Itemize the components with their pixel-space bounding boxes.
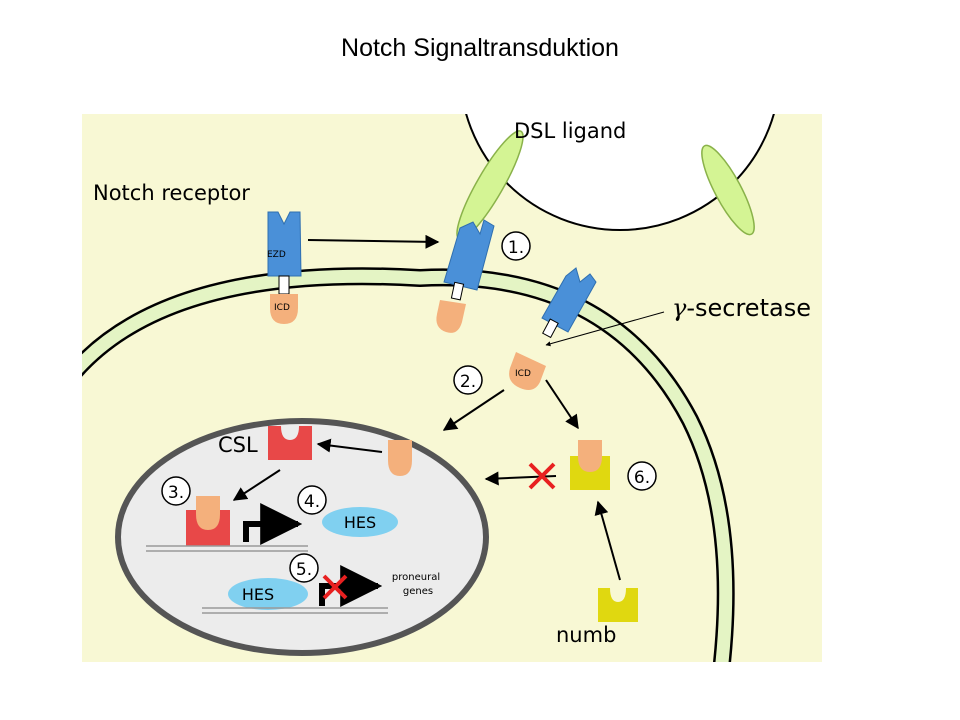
step-6-marker xyxy=(627,461,657,491)
gamma-secretase-label: γ-secretase xyxy=(672,294,811,322)
secretase-text: -secretase xyxy=(686,294,811,322)
promoter-arrow-active xyxy=(243,503,303,545)
icd-nuclear xyxy=(388,440,412,476)
step-1-label: 1. xyxy=(508,238,524,258)
step-5-label: 5. xyxy=(296,560,312,580)
numb-icd-complex xyxy=(570,440,610,490)
proneural-label-1: proneural xyxy=(392,572,440,583)
arrow-icd-to-nucleus xyxy=(442,389,505,431)
hes-active-label: HES xyxy=(344,513,376,532)
hes-protein-active xyxy=(322,507,398,537)
secretase-pointer xyxy=(545,311,665,347)
notch-receptor-label: Notch receptor xyxy=(93,181,250,205)
step-1-marker xyxy=(501,231,531,261)
proneural-label-2: genes xyxy=(403,586,433,597)
step-2-label: 2. xyxy=(460,372,476,392)
csl-icd-complex xyxy=(186,496,230,546)
csl-label: CSL xyxy=(218,433,258,457)
arrow-binding xyxy=(307,234,440,249)
arrow-icd-to-numb xyxy=(545,379,579,430)
arrow-numb-to-icd xyxy=(594,500,621,581)
icd-free xyxy=(509,352,546,390)
inhibit-x-import xyxy=(528,462,556,490)
hes-bound-label: HES xyxy=(242,585,274,604)
arrow-csl-to-complex xyxy=(232,469,281,501)
step-5-marker xyxy=(289,553,319,583)
notch-receptor-free: EZD ICD xyxy=(267,211,302,324)
ezd-label: EZD xyxy=(267,250,286,260)
step-6-label: 6. xyxy=(634,468,650,488)
step-4-marker xyxy=(297,485,327,515)
page-title: Notch Signaltransduktion xyxy=(341,34,619,62)
promoter-arrow-repressed xyxy=(319,565,383,607)
inhibit-x-proneural xyxy=(322,574,348,600)
csl-protein xyxy=(268,426,312,460)
step-4-label: 4. xyxy=(304,492,320,512)
numb-label: numb xyxy=(556,623,616,647)
numb-protein xyxy=(598,588,638,622)
step-3-label: 3. xyxy=(168,483,184,503)
gamma-symbol: γ xyxy=(672,294,687,322)
dsl-ligand-2 xyxy=(701,144,755,236)
icd-membrane-label: ICD xyxy=(274,303,290,313)
hes-protein-bound xyxy=(228,578,308,610)
step-2-marker xyxy=(453,365,483,395)
step-3-marker xyxy=(161,476,191,506)
arrow-icd-to-csl xyxy=(316,438,383,453)
notch-receptor-cleaved xyxy=(541,267,597,339)
signaling-cell-membrane xyxy=(465,114,775,231)
dsl-ligand-label: DSL ligand xyxy=(514,119,626,143)
icd-free-label: ICD xyxy=(515,369,531,379)
notch-receptor-bound xyxy=(436,219,495,333)
